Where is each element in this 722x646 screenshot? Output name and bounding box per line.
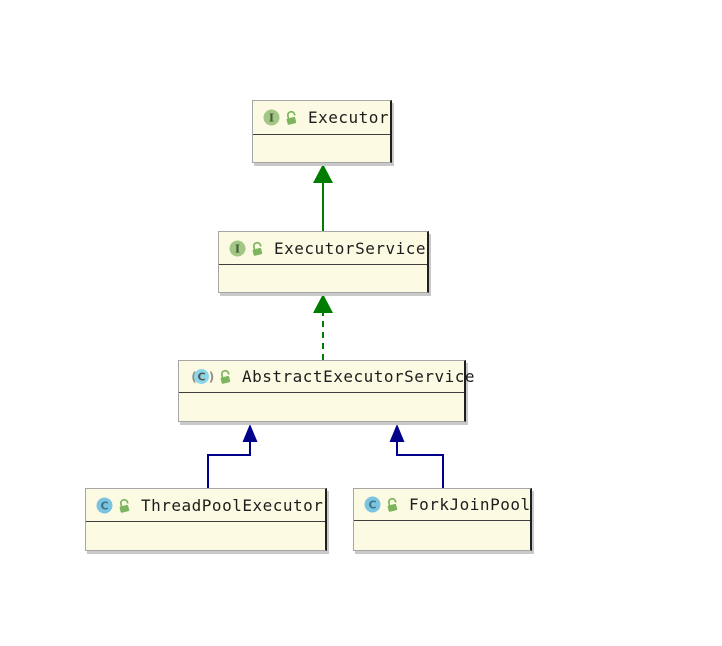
interface-icon: I: [229, 240, 246, 256]
node-members-compartment: [354, 521, 530, 550]
edge-executorservice-extends-executor: [313, 164, 333, 231]
class-node-abstract-executor-service[interactable]: ( C ) AbstractExecutorService: [178, 360, 475, 422]
svg-text:): ): [209, 370, 214, 384]
node-title-row: C ThreadPoolExecutor: [86, 489, 325, 522]
class-name-label: Executor: [308, 108, 390, 127]
edge-line: [396, 441, 444, 488]
node-title-row: ( C ) AbstractExecutorService: [179, 361, 475, 393]
public-open-lock-icon: [286, 110, 297, 125]
class-node-executor-service[interactable]: I ExecutorService: [218, 231, 429, 293]
edge-arrowhead: [242, 424, 258, 442]
class-node-fork-join-pool[interactable]: C ForkJoinPool: [353, 488, 532, 551]
svg-text:(: (: [191, 370, 196, 384]
node-members-compartment: [219, 265, 427, 292]
node-title-row: I Executor: [253, 101, 390, 135]
node-title-row: I ExecutorService: [219, 232, 427, 265]
svg-text:C: C: [197, 371, 205, 384]
node-members-compartment: [86, 522, 325, 550]
public-open-lock-icon: [252, 241, 263, 256]
svg-text:C: C: [368, 499, 376, 512]
abstract-class-icon: ( C ): [191, 369, 214, 384]
node-title-row: C ForkJoinPool: [354, 489, 530, 521]
node-members-compartment: [253, 135, 390, 162]
public-open-lock-icon: [220, 369, 231, 384]
edge-arrowhead: [389, 424, 405, 442]
class-name-label: ForkJoinPool: [409, 495, 531, 514]
svg-text:C: C: [100, 499, 108, 512]
edge-abstractexecutorservice-implements-executorservice: [313, 294, 333, 360]
edge-forkjoinpool-extends-abstractexecutorservice: [389, 424, 444, 488]
class-icon: C: [96, 497, 113, 513]
node-members-compartment: [179, 393, 464, 421]
svg-text:I: I: [235, 242, 240, 255]
class-node-thread-pool-executor[interactable]: C ThreadPoolExecutor: [85, 488, 327, 551]
public-open-lock-icon: [119, 498, 130, 513]
class-icon: C: [364, 496, 381, 513]
edge-line: [207, 441, 251, 488]
edge-arrowhead: [313, 294, 333, 313]
edge-threadpoolexecutor-extends-abstractexecutorservice: [207, 424, 258, 488]
public-open-lock-icon: [387, 497, 398, 512]
class-name-label: ThreadPoolExecutor: [141, 495, 324, 515]
class-name-label: ExecutorService: [274, 238, 426, 258]
interface-icon: I: [263, 109, 280, 126]
class-node-executor[interactable]: I Executor: [252, 100, 392, 163]
svg-text:I: I: [269, 112, 274, 125]
edge-arrowhead: [313, 164, 333, 183]
class-name-label: AbstractExecutorService: [242, 367, 476, 386]
